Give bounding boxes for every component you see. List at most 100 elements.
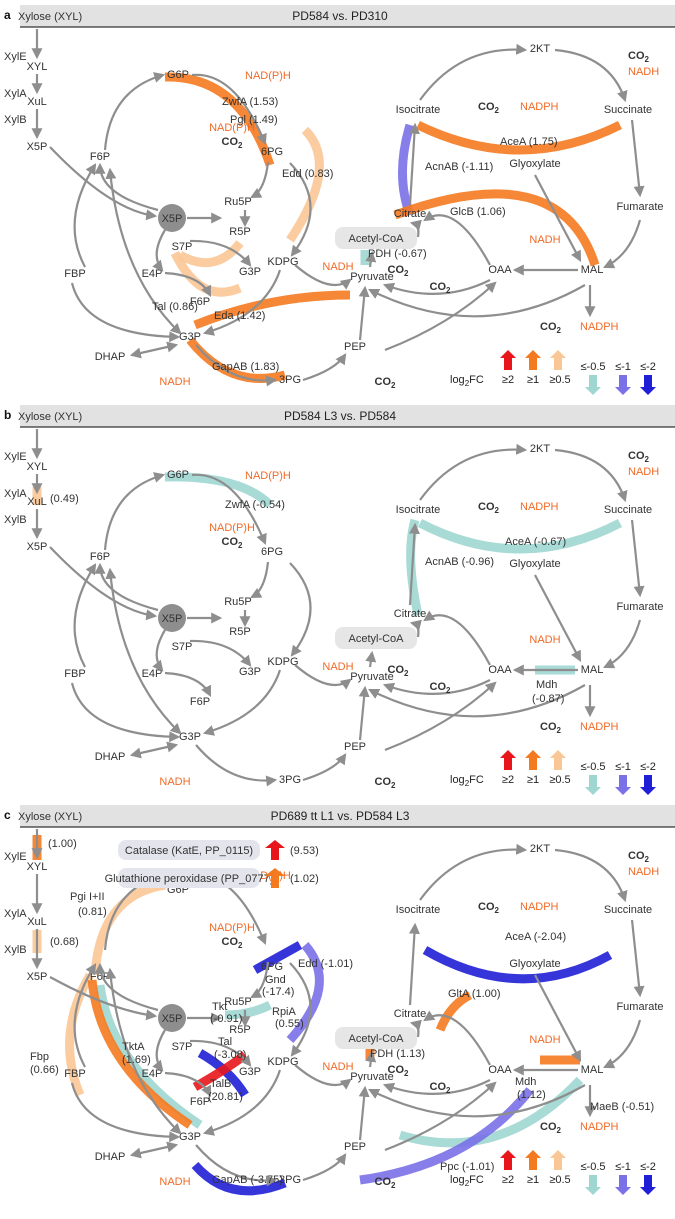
enzyme-label-c-4: Fbp — [30, 1051, 49, 1063]
legend-arrow-down1 — [615, 1175, 631, 1195]
arrow-isocitrate-2kt — [419, 43, 528, 101]
arrow-glyoxylate-mal — [534, 974, 582, 1062]
legend-up05-label: ≥0.5 — [549, 1174, 570, 1186]
xylose-label: Xylose (XYL) — [18, 811, 82, 823]
panel-title: PD689 tt L1 vs. PD584 L3 — [271, 809, 410, 823]
legend-down2-label: ≤-2 — [640, 1161, 656, 1173]
co2-maeb: CO2 — [540, 721, 562, 735]
legend-arrow-down2 — [640, 375, 656, 395]
arrow-x5p-f6p — [94, 162, 159, 212]
gapab-band — [191, 1161, 287, 1196]
arrow-fbp-f6p — [73, 963, 97, 1068]
legend-log2fc-label: log2FC — [450, 1174, 484, 1188]
metabolite-s7p: S7P — [172, 241, 193, 253]
legend-arrow-up2 — [500, 1150, 516, 1170]
enzyme-label-a-9: GlcB (1.06) — [450, 206, 506, 218]
arrow-kdpg-pyruvate — [294, 264, 352, 290]
metabolite-mal: MAL — [581, 1064, 604, 1076]
metabolite-2kt: 2KT — [530, 843, 550, 855]
stress-enzyme-box-1 — [118, 868, 260, 888]
metabolite-dhap: DHAP — [95, 351, 126, 363]
legend-up1-label: ≥1 — [527, 1174, 539, 1186]
metabolite-citrate: Citrate — [394, 208, 426, 220]
co2-icd: CO2 — [478, 501, 500, 515]
stress-enzyme-arrow-0 — [265, 840, 285, 860]
co2-maeb: CO2 — [540, 321, 562, 335]
enzyme-label-c-26: Ppc (-1.01) — [440, 1161, 494, 1173]
legend-down2-label: ≤-2 — [640, 761, 656, 773]
legend-down1-label: ≤-1 — [615, 361, 631, 373]
x5p-node-label: X5P — [162, 613, 183, 625]
legend-arrow-down05 — [585, 375, 601, 395]
enzyme-label-b-4: Mdh — [536, 679, 557, 691]
arrow-3pg-pep — [302, 753, 347, 782]
enzyme-xyla: XylA — [4, 908, 27, 920]
enzyme-label-a-4: Eda (1.42) — [214, 310, 265, 322]
cofactor-nadph-gnd: NAD(P)H — [209, 522, 255, 534]
legend-arrow-up1 — [525, 750, 541, 770]
maeb-band — [398, 1076, 584, 1148]
zwfa-band — [164, 72, 275, 167]
metabolite-fumarate: Fumarate — [616, 201, 663, 213]
arrow-pep-pyruvate — [358, 285, 370, 341]
cofactor-nadph-zwf: NAD(P)H — [245, 70, 291, 82]
co2-pdh: CO2 — [388, 264, 410, 278]
co2-kgd: CO2 — [628, 850, 650, 864]
co2-gnd: CO2 — [222, 536, 244, 550]
enzyme-label-b-2: AceA (-0.67) — [505, 536, 566, 548]
legend-up1-label: ≥1 — [527, 374, 539, 386]
legend-arrow-down1 — [615, 775, 631, 795]
metabolite-g3p: G3P — [179, 331, 201, 343]
enzyme-label-c-6: TktA — [122, 1041, 145, 1053]
metabolite-fbp: FBP — [64, 268, 85, 280]
arrow-succinate-fumarate — [630, 519, 645, 598]
enzyme-label-a-0: ZwfA (1.53) — [222, 96, 278, 108]
arrow-kdpg-g3p — [202, 269, 282, 336]
metabolite-ru5p: Ru5P — [224, 196, 252, 208]
metabolite-citrate: Citrate — [394, 1008, 426, 1020]
arrow-g3p-3pg — [195, 744, 278, 787]
arrow-3pg-pep — [302, 1153, 347, 1182]
enzyme-label-a-7: AcnAB (-1.11) — [425, 161, 493, 173]
cofactor-nadh-gap: NADH — [159, 776, 190, 788]
arrow-kdpg-g3p — [202, 1069, 282, 1136]
legend-arrow-down2 — [640, 1175, 656, 1195]
arrow-6pg-kdpg — [289, 162, 312, 257]
cofactor-nadh-mdh: NADH — [529, 634, 560, 646]
co2-gnd: CO2 — [222, 136, 244, 150]
metabolite-f6p: F6P — [90, 151, 110, 163]
legend-log2fc-label: log2FC — [450, 774, 484, 788]
arrow-g6p-6pg — [191, 473, 267, 546]
panel-title: PD584 vs. PD310 — [292, 9, 388, 23]
arrow-x5p-e4p — [152, 229, 166, 272]
panel-title: PD584 L3 vs. PD584 — [284, 409, 396, 423]
co2-ppc: CO2 — [375, 776, 397, 790]
acea-band — [417, 519, 623, 554]
metabolite-isocitrate: Isocitrate — [396, 904, 441, 916]
metabolite-x5p: X5P — [27, 541, 48, 553]
arrow-2kt-succinate — [554, 848, 628, 903]
metabolite-r5p: R5P — [229, 626, 250, 638]
arrow-pyruvate-acetylcoa — [365, 250, 377, 268]
metabolite-xul: XuL — [27, 916, 47, 928]
metabolite-kdpg: KDPG — [267, 256, 298, 268]
arrow-oaa-citrate — [423, 610, 491, 666]
enzyme-label-c-2: (0.81) — [78, 906, 107, 918]
cofactor-nadh-pdh: NADH — [322, 261, 353, 273]
legend: log2FC≥2≥1≥0.5≤-0.5≤-1≤-2 — [450, 1150, 656, 1195]
legend-arrow-down2 — [640, 775, 656, 795]
enzyme-xylb: XylB — [4, 944, 27, 956]
metabolite-x5p: X5P — [27, 971, 48, 983]
metabolite-g3p-ppp: G3P — [239, 1066, 261, 1078]
panel-letter: a — [4, 8, 11, 22]
metabolite-fbp: FBP — [64, 1068, 85, 1080]
metabolite-g6p: G6P — [167, 69, 189, 81]
arrow-x5p-f6p — [94, 562, 159, 612]
enzyme-label-c-17: (20.81) — [208, 1091, 243, 1103]
metabolite-6pg: 6PG — [261, 146, 283, 158]
metabolite-f6p: F6P — [90, 551, 110, 563]
enzyme-labels: ZwfA (1.53)Pgl (1.49)Edd (0.83)Tal (0.86… — [152, 96, 557, 373]
metabolite-f6p-ppp: F6P — [190, 696, 210, 708]
